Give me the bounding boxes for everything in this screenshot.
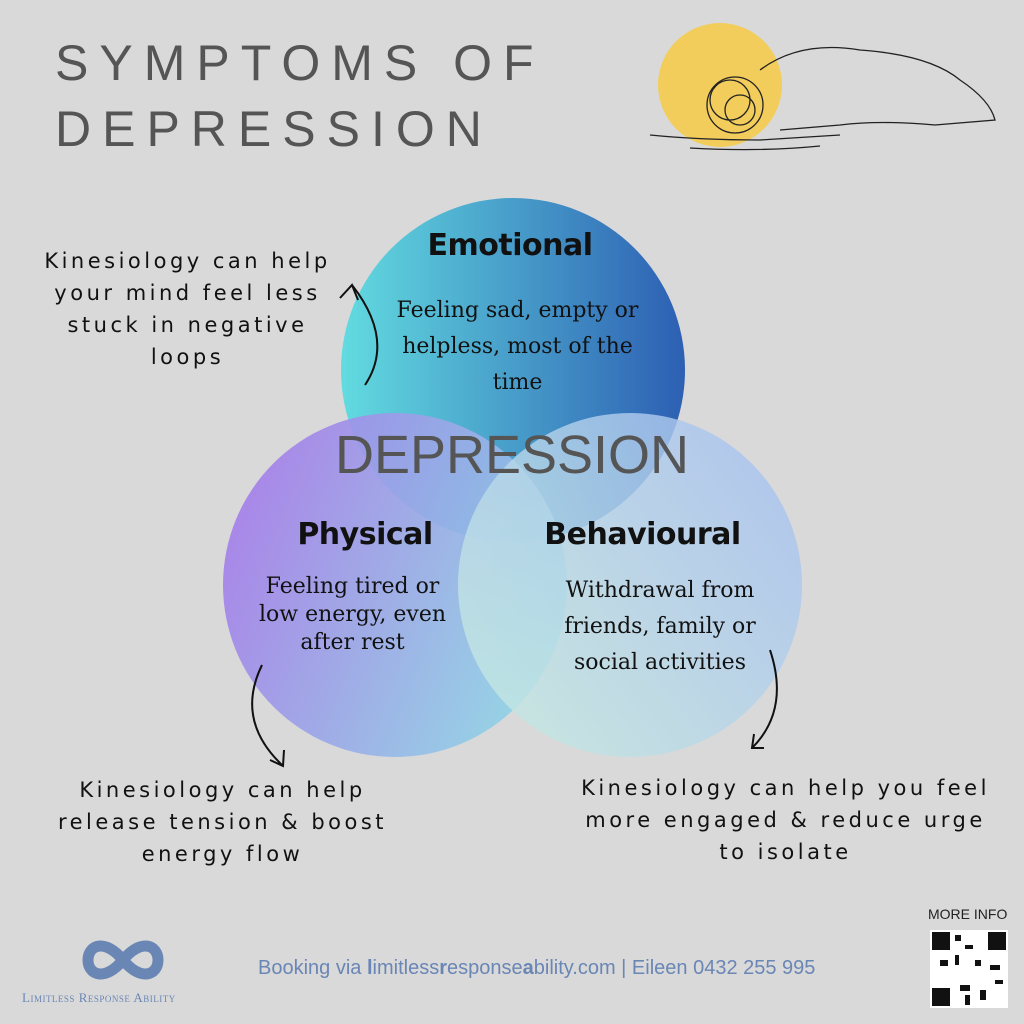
booking-prefix: Booking via (258, 957, 367, 979)
emotional-text: Feeling sad, empty or helpless, most of … (396, 298, 639, 395)
physical-circle (223, 413, 567, 757)
site-part: esponse (447, 957, 523, 979)
sleeping-figure-illustration (649, 23, 996, 151)
physical-text: Feeling tired or low energy, even after … (258, 574, 447, 655)
website-link[interactable]: limitlessresponseability.com (367, 957, 616, 979)
more-info-label: MORE INFO (928, 906, 1008, 922)
emotional-note: Kinesiology can help your mind feel less… (44, 249, 331, 369)
title-line-1: SYMPTOMS OF (55, 35, 545, 91)
contact-phone: | Eileen 0432 255 995 (615, 957, 816, 979)
page-title: SYMPTOMS OF DEPRESSION (55, 30, 545, 162)
site-part: bility.com (533, 957, 616, 979)
center-label: DEPRESSION (334, 425, 690, 485)
behavioural-text: Withdrawal from friends, family or socia… (564, 578, 756, 675)
site-part: imitless (372, 957, 440, 979)
title-line-2: DEPRESSION (55, 101, 493, 157)
emotional-heading: Emotional (427, 228, 593, 263)
site-part: l (366, 957, 373, 979)
physical-note: Kinesiology can help release tension & b… (57, 778, 388, 866)
behavioural-heading: Behavioural (544, 517, 741, 552)
physical-heading: Physical (297, 517, 433, 552)
booking-info: Booking via limitlessresponseability.com… (258, 957, 815, 980)
behavioural-circle (458, 413, 802, 757)
arrow-icon (251, 283, 778, 768)
logo-text: Limitless Response Ability (22, 990, 176, 1005)
qr-code (930, 930, 1008, 1008)
behavioural-note: Kinesiology can help you feel more engag… (581, 776, 990, 864)
site-part: a (522, 957, 534, 979)
infinity-logo (82, 940, 164, 980)
site-part: r (439, 957, 447, 979)
